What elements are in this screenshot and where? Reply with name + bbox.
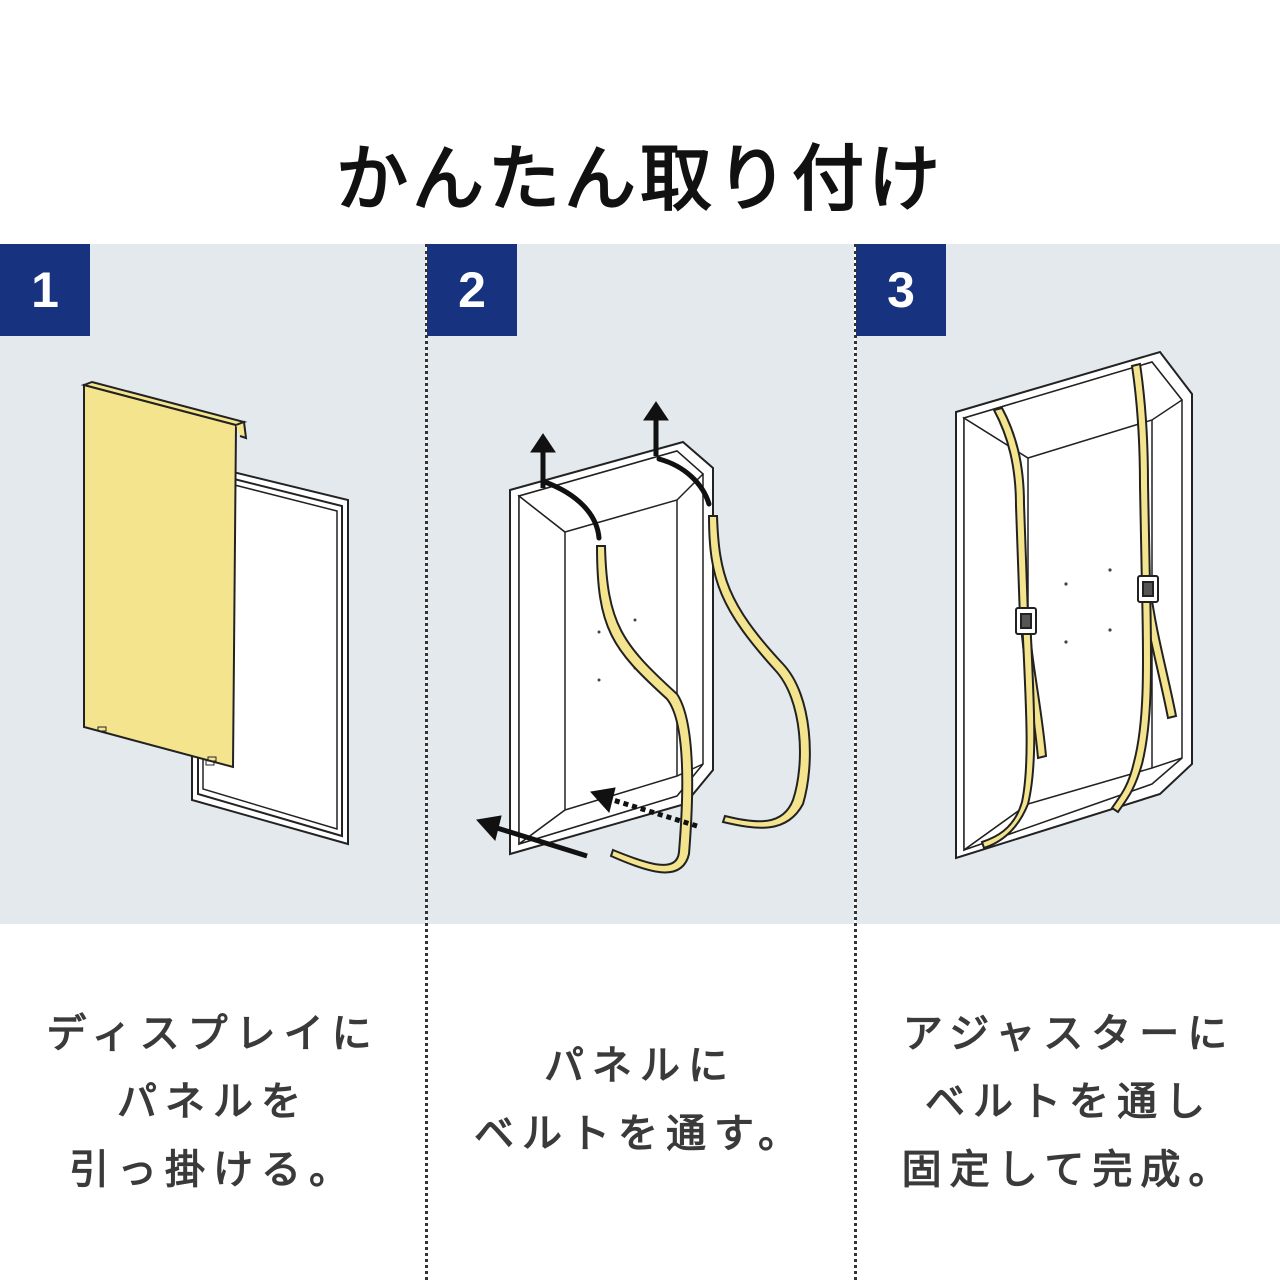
step-2-caption-line: ベルトを通す。 — [474, 1111, 806, 1157]
step-2-caption-line: パネルに — [544, 1043, 736, 1089]
step-1-panel: 1 — [0, 244, 426, 924]
mounted-frame — [955, 350, 1193, 860]
divider-1 — [425, 244, 428, 1280]
step-2-panel: 2 — [427, 244, 854, 924]
step-1-caption-line: ディスプレイに — [46, 1011, 380, 1057]
step-2-illustration — [476, 401, 811, 874]
adjuster-left — [1015, 607, 1037, 635]
divider-2 — [854, 244, 857, 1280]
belt-slot-ends — [542, 456, 712, 541]
mount-frame — [509, 440, 714, 856]
step-2-badge: 2 — [427, 244, 517, 336]
belt-right — [1110, 362, 1178, 814]
step-1-caption-line: 引っ掛ける。 — [69, 1147, 357, 1193]
page-title: かんたん取り付け — [335, 137, 944, 222]
belt-left — [595, 545, 694, 874]
arrow-up-left — [530, 433, 556, 488]
step-3-badge: 3 — [856, 244, 946, 336]
step-3-caption-line: ベルトを通し — [925, 1079, 1213, 1125]
step-1-caption: ディスプレイに パネルを 引っ掛ける。 — [0, 1000, 426, 1204]
step-1-badge: 1 — [0, 244, 90, 336]
step-3-caption: アジャスターに ベルトを通し 固定して完成。 — [856, 1000, 1280, 1204]
arrow-left-solid — [476, 815, 588, 859]
step-3-caption-line: アジャスターに — [902, 1011, 1236, 1057]
belt-right — [707, 515, 811, 829]
step-2-caption: パネルに ベルトを通す。 — [427, 1032, 853, 1168]
step-1-illustration — [80, 380, 349, 846]
step-3-panel: 3 — [856, 244, 1280, 924]
arrow-left-dotted — [590, 787, 698, 829]
step-3-caption-line: 固定して完成。 — [901, 1147, 1237, 1193]
step-3-illustration — [955, 350, 1193, 860]
step-1-caption-line: パネルを — [117, 1079, 309, 1125]
yellow-panel — [80, 380, 248, 769]
adjuster-right — [1137, 575, 1159, 603]
arrow-up-right — [643, 401, 669, 456]
belt-left — [980, 406, 1048, 850]
